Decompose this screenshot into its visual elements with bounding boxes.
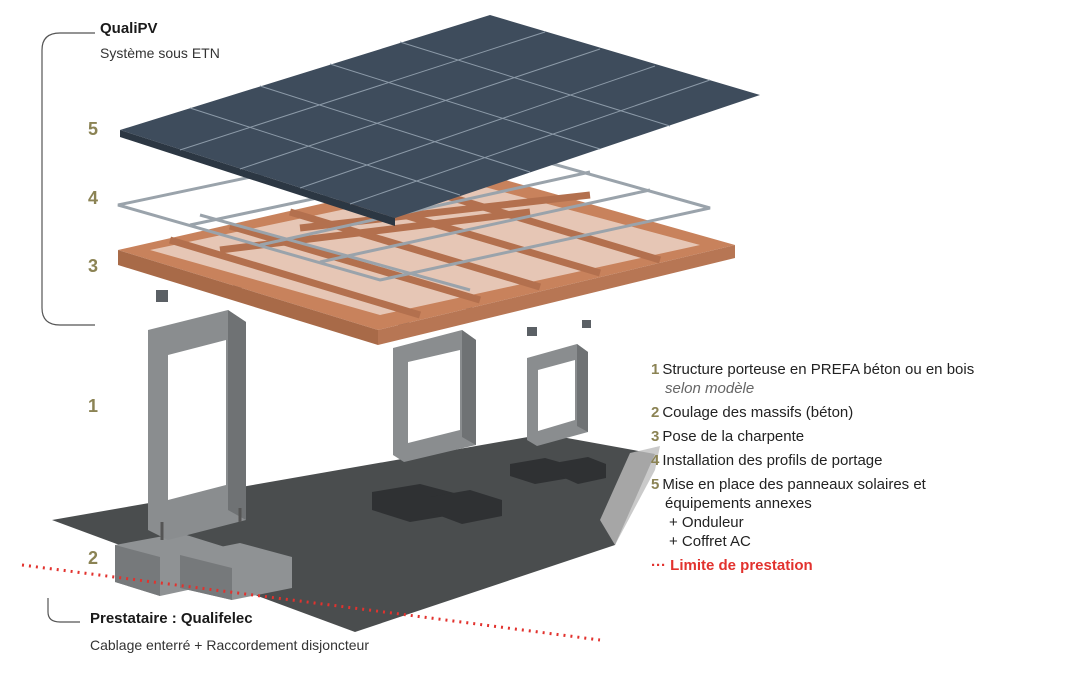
legend-extra-coffret: + Coffret AC xyxy=(669,533,751,550)
legend-note-1: selon modèle xyxy=(665,380,755,397)
solar-panels xyxy=(120,15,760,226)
ground-slab xyxy=(52,434,655,632)
layer-number-3: 3 xyxy=(88,256,99,276)
footings xyxy=(115,457,606,600)
legend-limit: ··· Limite de prestation xyxy=(651,556,974,575)
qualipv-bracket xyxy=(41,32,95,326)
layer-number-4: 4 xyxy=(88,188,99,208)
legend-extra-onduleur: + Onduleur xyxy=(669,514,744,531)
legend-num-1: 1 xyxy=(651,361,660,378)
legend-text-3: Pose de la charpente xyxy=(662,428,805,445)
qualipv-title: QualiPV xyxy=(100,20,158,37)
layer-number-1: 1 xyxy=(88,396,99,416)
qualipv-subtitle: Système sous ETN xyxy=(100,45,220,61)
legend-text-5: Mise en place des panneaux solaires et xyxy=(662,476,926,493)
limit-marker: ··· xyxy=(651,557,666,574)
wood-frame xyxy=(118,170,735,345)
concrete-frame-middle xyxy=(393,330,476,462)
legend-text-5b: équipements annexes xyxy=(665,495,812,512)
layer-number-2: 2 xyxy=(88,548,99,568)
prestataire-title: Prestataire : Qualifelec xyxy=(90,610,253,627)
limit-text: Limite de prestation xyxy=(670,557,813,574)
legend-num-4: 4 xyxy=(651,452,660,469)
prestataire-bracket xyxy=(47,598,80,623)
legend-num-3: 3 xyxy=(651,428,660,445)
concrete-frame-right xyxy=(527,344,588,446)
legend-num-2: 2 xyxy=(651,404,660,421)
layer-number-5: 5 xyxy=(88,119,99,139)
concrete-frame-left xyxy=(148,310,246,540)
legend-num-5: 5 xyxy=(651,476,660,493)
prestataire-subtitle: Cablage enterré + Raccordement disjoncte… xyxy=(90,637,369,653)
legend-text-2: Coulage des massifs (béton) xyxy=(662,404,854,421)
legend-text-4: Installation des profils de portage xyxy=(662,452,883,469)
legend-text-1: Structure porteuse en PREFA béton ou en … xyxy=(662,361,975,378)
ground-shadow-wedge xyxy=(600,446,660,545)
